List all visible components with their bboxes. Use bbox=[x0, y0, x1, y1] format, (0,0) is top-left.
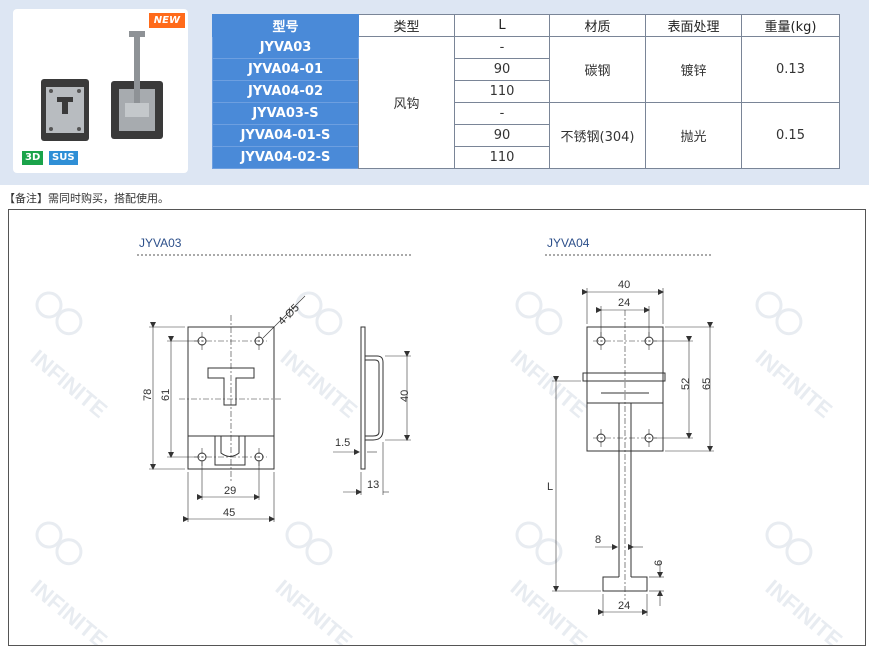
header-model: 型号 bbox=[212, 14, 359, 37]
table-row: JYVA04-01-S 90 bbox=[212, 124, 840, 147]
dim-24-bottom: 24 bbox=[618, 600, 630, 612]
model-cell[interactable]: JYVA04-01 bbox=[212, 58, 359, 81]
product-photo bbox=[41, 31, 163, 141]
wm-text: INFINITE bbox=[26, 345, 112, 423]
l-cell: - bbox=[454, 36, 550, 59]
dim-65: 65 bbox=[701, 378, 713, 390]
table-row: JYVA03-S - 不锈钢(304) 抛光 0.15 bbox=[212, 102, 840, 169]
drawing-svg: INFINITE INFINITE INFINITE INFINITE INFI… bbox=[26, 236, 847, 651]
table-row: JYVA04-02-S 110 bbox=[212, 146, 840, 169]
table-header-row: 型号 类型 L 材质 表面处理 重量(kg) bbox=[212, 14, 840, 37]
header-material: 材质 bbox=[549, 14, 646, 37]
dim-78: 78 bbox=[142, 389, 154, 401]
material-cell: 碳钢 bbox=[549, 36, 646, 103]
dim-61: 61 bbox=[160, 389, 172, 401]
jyva03-title: JYVA03 bbox=[139, 236, 182, 250]
header-finish: 表面处理 bbox=[645, 14, 742, 37]
wm-text: INFINITE bbox=[751, 345, 837, 423]
model-cell[interactable]: JYVA04-02-S bbox=[212, 146, 359, 169]
table-row: JYVA04-01 90 bbox=[212, 58, 840, 81]
dim-1-5: 1.5 bbox=[335, 437, 350, 449]
wm-text: INFINITE bbox=[271, 575, 357, 645]
purchase-note: 【备注】需同时购买，搭配使用。 bbox=[4, 192, 169, 205]
wm-text: INFINITE bbox=[26, 575, 112, 645]
dim-6: 6 bbox=[653, 560, 665, 566]
header-weight: 重量(kg) bbox=[741, 14, 840, 37]
dim-52: 52 bbox=[680, 378, 692, 390]
wm-text: INFINITE bbox=[506, 345, 592, 423]
jyva04-hook bbox=[582, 326, 666, 592]
spec-table: 型号 类型 L 材质 表面处理 重量(kg) JYVA03 风钩 - 碳钢 镀锌… bbox=[212, 14, 840, 169]
wm-text: INFINITE bbox=[761, 575, 847, 645]
sus-tag[interactable]: SUS bbox=[49, 151, 78, 165]
type-cell: 风钩 bbox=[358, 36, 455, 169]
3d-tag[interactable]: 3D bbox=[22, 151, 44, 165]
dim-29: 29 bbox=[224, 485, 236, 497]
jyva04-title: JYVA04 bbox=[547, 236, 590, 250]
weight-cell: 0.13 bbox=[741, 36, 840, 103]
new-badge: NEW bbox=[148, 13, 185, 28]
model-cell[interactable]: JYVA04-02 bbox=[212, 80, 359, 103]
l-cell: 110 bbox=[454, 146, 550, 169]
dim-24-top: 24 bbox=[618, 297, 630, 309]
dim-45: 45 bbox=[223, 507, 235, 519]
dim-40: 40 bbox=[399, 390, 411, 402]
header-l: L bbox=[454, 14, 550, 37]
dim-8: 8 bbox=[595, 534, 601, 546]
model-cell[interactable]: JYVA03 bbox=[212, 36, 359, 59]
header-type: 类型 bbox=[358, 14, 455, 37]
l-cell: 90 bbox=[454, 124, 550, 147]
material-cell: 不锈钢(304) bbox=[549, 102, 646, 169]
weight-cell: 0.15 bbox=[741, 102, 840, 169]
l-cell: 110 bbox=[454, 80, 550, 103]
finish-cell: 抛光 bbox=[645, 102, 742, 169]
wm-text: INFINITE bbox=[276, 345, 362, 423]
technical-drawing: INFINITE INFINITE INFINITE INFINITE INFI… bbox=[8, 209, 866, 651]
dim-l: L bbox=[547, 481, 553, 493]
l-cell: - bbox=[454, 102, 550, 125]
table-row: JYVA03 风钩 - 碳钢 镀锌 0.13 bbox=[212, 36, 840, 169]
model-cell[interactable]: JYVA04-01-S bbox=[212, 124, 359, 147]
wm-text: INFINITE bbox=[506, 575, 592, 645]
product-image-card: NEW 3D SUS bbox=[13, 9, 188, 173]
watermark-group bbox=[35, 291, 813, 566]
model-cell[interactable]: JYVA03-S bbox=[212, 102, 359, 125]
l-cell: 90 bbox=[454, 58, 550, 81]
jyva03-side bbox=[360, 326, 384, 470]
finish-cell: 镀锌 bbox=[645, 36, 742, 103]
dim-13: 13 bbox=[367, 479, 379, 491]
dim-40-top: 40 bbox=[618, 279, 630, 291]
